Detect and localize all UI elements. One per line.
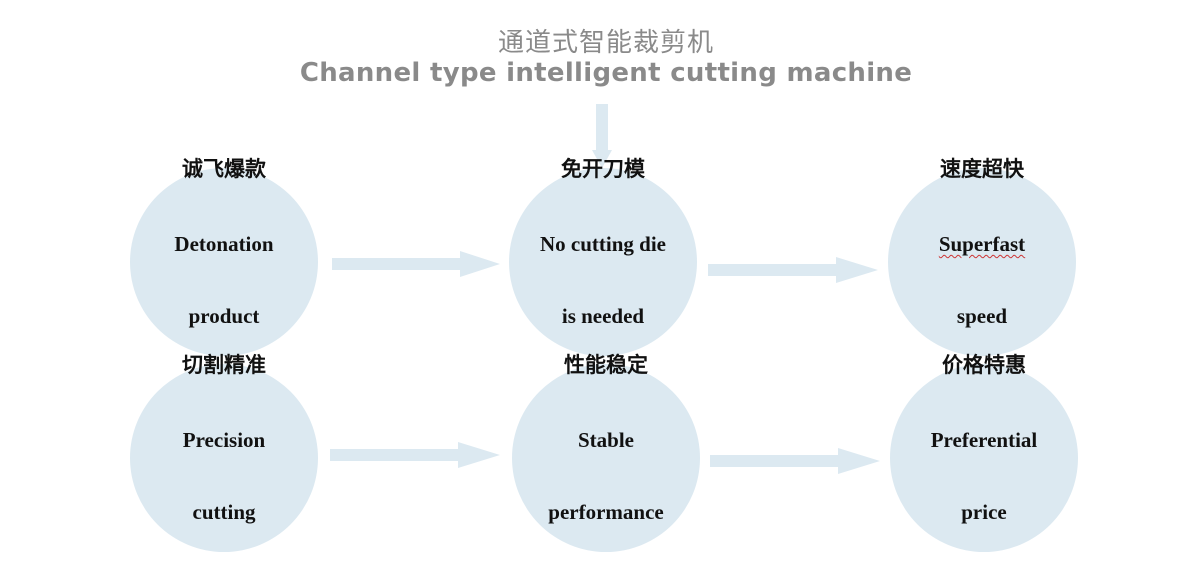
- node-precision-cutting: 切割精准 Precision cutting: [130, 353, 318, 552]
- node-label-chinese: 性能稳定: [564, 353, 648, 377]
- node-label-english-line1: Superfast: [939, 226, 1025, 262]
- node-label-english-line2: speed: [956, 304, 1008, 328]
- diagram-title-chinese: 通道式智能裁剪机: [497, 28, 714, 58]
- diagram-title-english: Channel type intelligent cutting machine: [299, 58, 913, 88]
- node-label-english: Preferential price: [931, 386, 1038, 566]
- arrow-row2-left: [330, 442, 500, 468]
- node-label-english-line2: is needed: [561, 304, 645, 328]
- node-detonation-product: 诚飞爆款 Detonation product: [130, 157, 318, 356]
- node-preferential-price: 价格特惠 Preferential price: [890, 353, 1078, 552]
- node-label-english-line2: performance: [548, 500, 664, 524]
- spellcheck-underlined-word: Superfast: [938, 232, 1026, 256]
- node-label-english: Detonation product: [174, 190, 273, 370]
- node-superfast-speed: 速度超快 Superfast speed: [888, 157, 1076, 356]
- node-label-english: Stable performance: [548, 386, 663, 566]
- node-label-english: Superfast speed: [939, 190, 1025, 370]
- node-label-chinese: 免开刀模: [561, 157, 645, 181]
- node-label-english-line2: cutting: [192, 500, 256, 524]
- node-stable-performance: 性能稳定 Stable performance: [512, 353, 700, 552]
- arrow-row1-right: [708, 257, 878, 283]
- arrow-title-to-center: [592, 104, 612, 168]
- node-label-chinese: 速度超快: [940, 157, 1024, 181]
- node-label-english-line1: Stable: [577, 428, 634, 452]
- node-label-english: No cutting die is needed: [540, 190, 666, 370]
- node-label-english-line1: Preferential: [930, 428, 1038, 452]
- arrow-row2-right: [710, 448, 880, 474]
- node-label-english-line1: Precision: [182, 428, 266, 452]
- node-label-chinese: 价格特惠: [942, 353, 1026, 377]
- node-label-english: Precision cutting: [183, 386, 265, 566]
- node-label-english-line2: price: [961, 500, 1007, 524]
- node-no-cutting-die: 免开刀模 No cutting die is needed: [509, 157, 697, 356]
- node-label-chinese: 切割精准: [182, 353, 266, 377]
- node-label-chinese: 诚飞爆款: [182, 157, 266, 181]
- node-label-english-line1: No cutting die: [540, 232, 666, 256]
- node-label-english-line2: product: [188, 304, 260, 328]
- node-label-english-line1: Detonation: [174, 232, 274, 256]
- arrow-row1-left: [332, 251, 500, 277]
